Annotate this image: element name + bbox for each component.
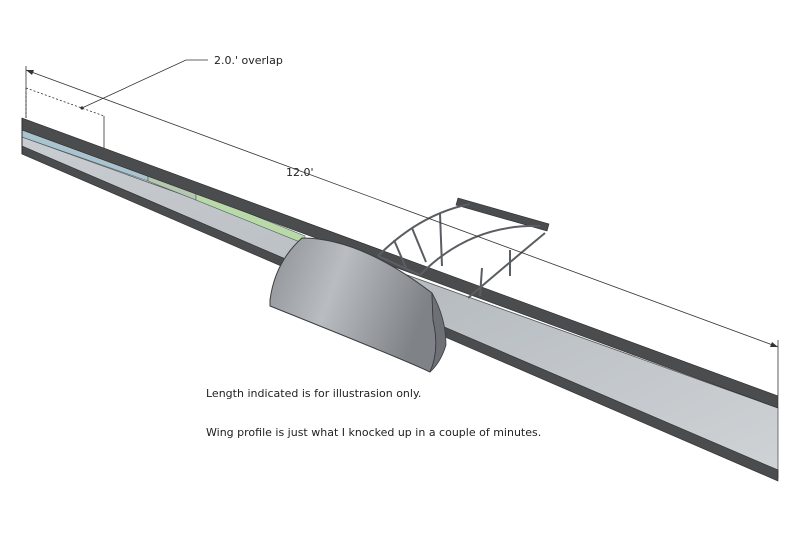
overlap-dimension xyxy=(25,59,208,148)
wing-airfoil xyxy=(269,237,437,373)
length-dimension xyxy=(25,66,779,396)
wing-far-plate xyxy=(455,197,550,232)
wing-ribs xyxy=(377,203,546,299)
wing-leading-edge xyxy=(429,292,447,373)
overlap-label: 2.0.' overlap xyxy=(214,54,283,67)
length-note: Length indicated is for illustrasion onl… xyxy=(206,387,422,400)
beam-top-flange xyxy=(21,117,779,409)
length-label: 12.0' xyxy=(286,166,314,179)
wing-note: Wing profile is just what I knocked up i… xyxy=(206,426,542,439)
